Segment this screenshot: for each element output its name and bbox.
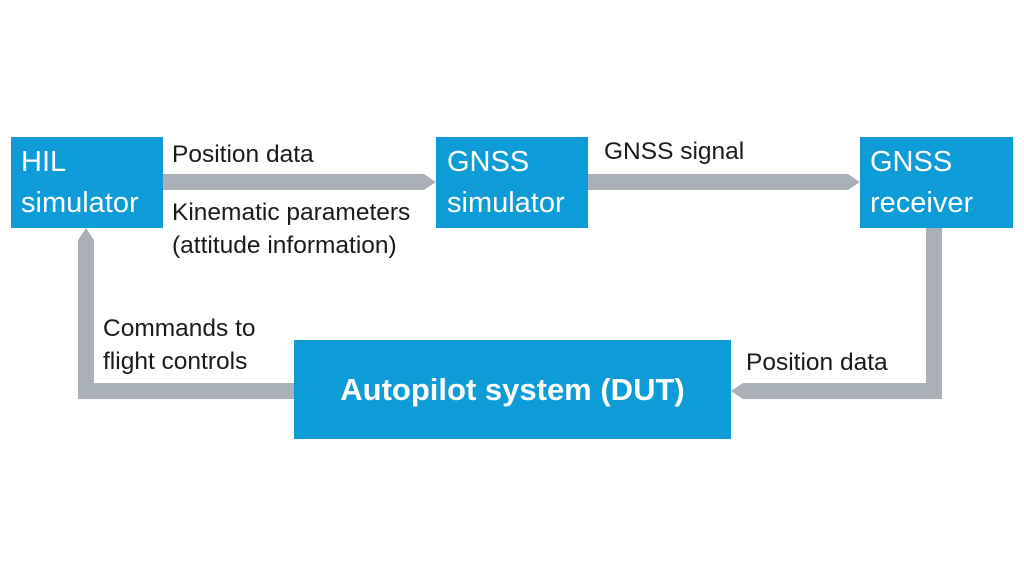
gnss-receiver-box: GNSS receiver: [860, 137, 1013, 228]
arrow-gnss-simulator-to-receiver: [588, 174, 860, 190]
hil-simulator-box: HIL simulator: [11, 137, 163, 228]
autopilot-system-label: Autopilot system (DUT): [340, 371, 685, 407]
commands-line-1: Commands to: [103, 315, 256, 342]
gnss-signal-label: GNSS signal: [604, 138, 745, 165]
kinematic-parameters-line-1: Kinematic parameters: [172, 199, 411, 226]
gnss-receiver-label: GNSS receiver: [870, 142, 973, 224]
gnss-simulator-label-line-1: GNSS: [447, 146, 530, 178]
gnss-receiver-label-line-2: receiver: [870, 187, 974, 219]
commands-to-flight-controls-label: Commands to flight controls: [103, 312, 256, 378]
hil-simulator-label-line-1: HIL: [21, 146, 67, 178]
gnss-simulator-box: GNSS simulator: [436, 137, 588, 228]
position-data-label-bottom: Position data: [746, 349, 888, 376]
autopilot-system-box: Autopilot system (DUT): [294, 340, 731, 439]
hil-simulator-label-line-2: simulator: [21, 187, 139, 219]
commands-line-2: flight controls: [103, 348, 248, 375]
gnss-simulator-label-line-2: simulator: [447, 187, 565, 219]
position-data-label-top: Position data: [172, 141, 314, 168]
kinematic-parameters-line-2: (attitude information): [172, 232, 397, 259]
gnss-simulator-label: GNSS simulator: [447, 142, 565, 224]
arrow-hil-to-gnss-simulator: [163, 174, 436, 190]
kinematic-parameters-label: Kinematic parameters (attitude informati…: [172, 196, 410, 262]
hil-simulator-label: HIL simulator: [21, 142, 139, 224]
gnss-receiver-label-line-1: GNSS: [870, 146, 953, 178]
